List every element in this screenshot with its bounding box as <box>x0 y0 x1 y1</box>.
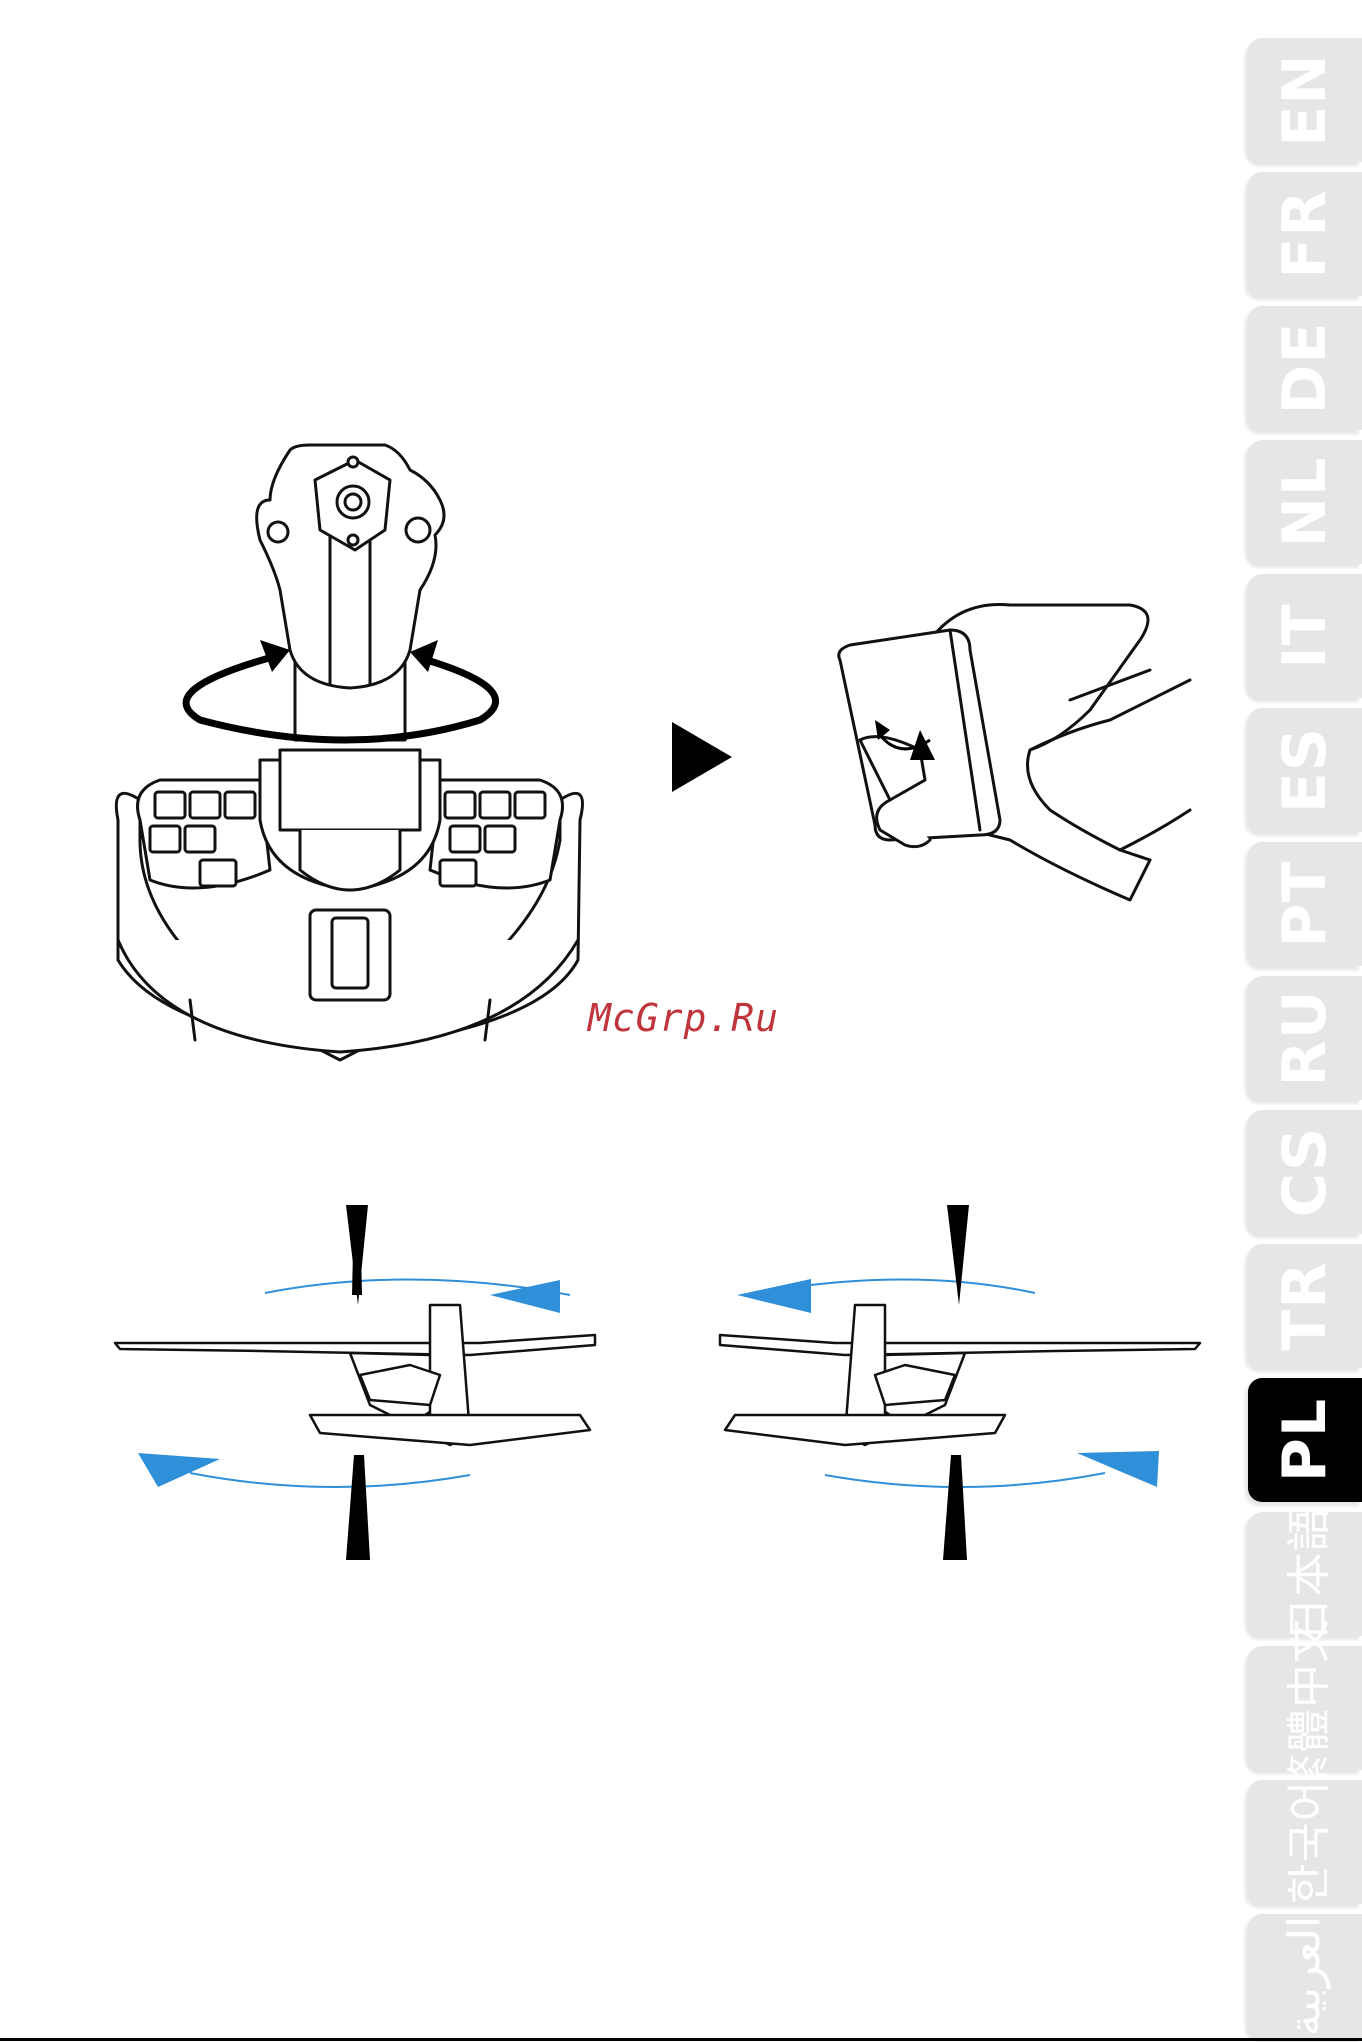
tab-fr[interactable]: FR <box>1248 172 1362 296</box>
tab-label: NL <box>1270 457 1340 547</box>
tab-nl[interactable]: NL <box>1248 440 1362 564</box>
tab-cs[interactable]: CS <box>1248 1110 1362 1234</box>
tab-label: FR <box>1270 189 1340 278</box>
tab-label: العربية <box>1280 1916 1331 2036</box>
tab-label: TR <box>1270 1261 1340 1350</box>
play-arrow-icon <box>672 722 732 792</box>
tab-label: PL <box>1270 1398 1340 1482</box>
tab-ru[interactable]: RU <box>1248 976 1362 1100</box>
tab-pt[interactable]: PT <box>1248 842 1362 966</box>
tab-en[interactable]: EN <box>1248 38 1362 162</box>
tab-it[interactable]: IT <box>1248 574 1362 698</box>
tab-label: PT <box>1270 861 1340 948</box>
tab-label: RU <box>1270 990 1340 1087</box>
tab-label: 繁體中文 <box>1273 1618 1337 1798</box>
tab-label: DE <box>1270 322 1340 415</box>
tab-zh-tw[interactable]: 繁體中文 <box>1248 1646 1362 1770</box>
tab-label: CS <box>1270 1127 1340 1217</box>
plane-yaw-left-icon <box>705 1205 1205 1565</box>
tab-es[interactable]: ES <box>1248 708 1362 832</box>
tab-ar[interactable]: العربية <box>1248 1914 1362 2038</box>
bottom-rule <box>0 2038 1362 2041</box>
tab-label: ES <box>1270 727 1340 813</box>
tab-de[interactable]: DE <box>1248 306 1362 430</box>
tab-label: 한국어 <box>1273 1780 1337 1904</box>
tab-ko[interactable]: 한국어 <box>1248 1780 1362 1904</box>
tab-label: EN <box>1270 53 1340 146</box>
tab-tr[interactable]: TR <box>1248 1244 1362 1368</box>
tab-label: IT <box>1270 603 1340 668</box>
tab-pl[interactable]: PL <box>1248 1378 1362 1502</box>
joystick-twist-illustration <box>100 440 600 1070</box>
hand-twist-icon <box>830 600 1200 900</box>
watermark: McGrp.Ru <box>588 996 779 1040</box>
plane-yaw-right-icon <box>110 1205 610 1565</box>
